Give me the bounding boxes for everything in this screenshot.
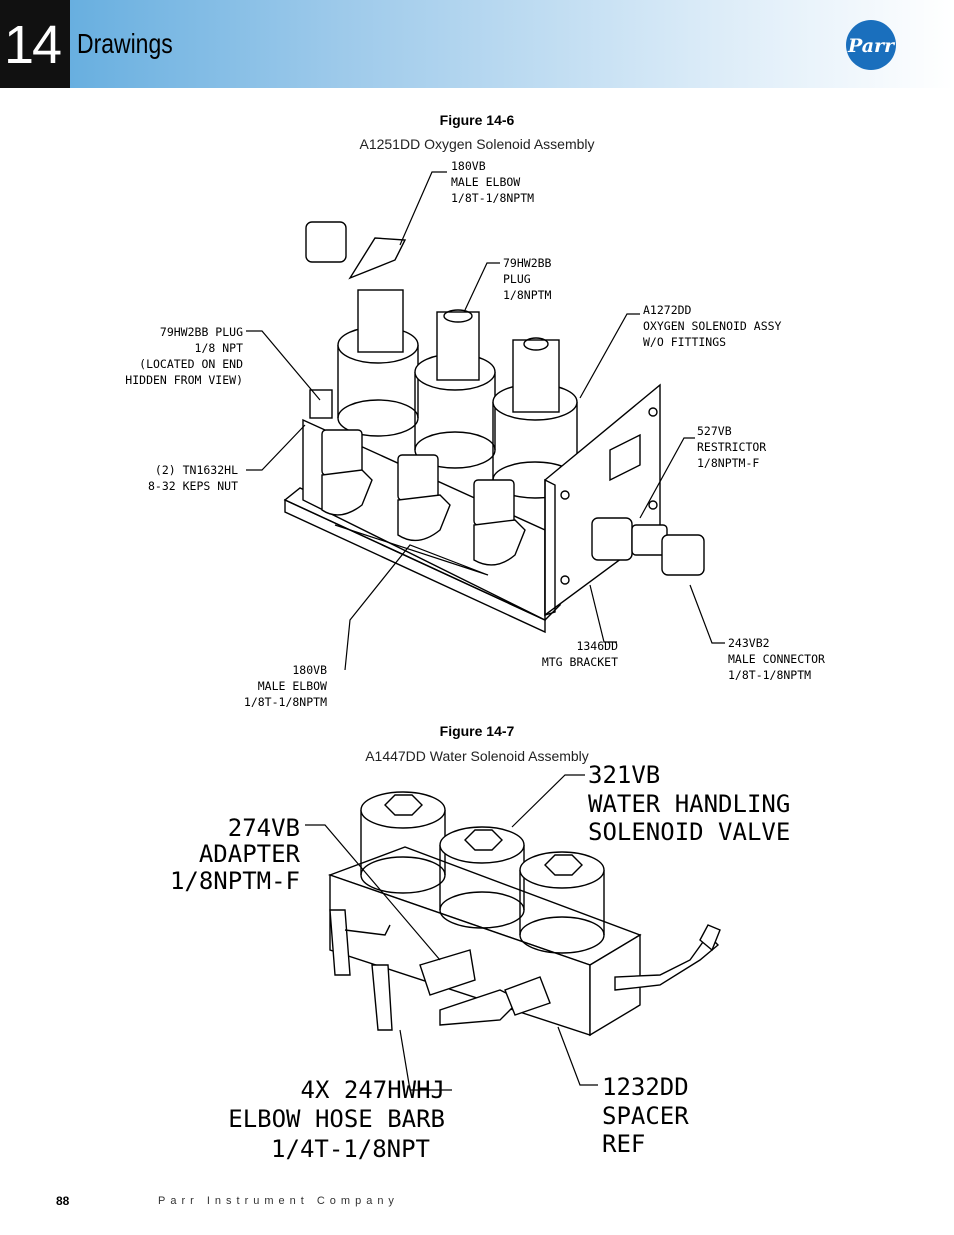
- callout-1232dd-2: SPACER: [602, 1102, 689, 1130]
- callout-180vb-top-2: MALE ELBOW: [451, 175, 520, 189]
- callout-274vb-2: ADAPTER: [199, 840, 301, 868]
- callout-274vb-3: 1/8NPTM-F: [170, 867, 300, 895]
- callout-a1272dd-2: OXYGEN SOLENOID ASSY: [643, 319, 782, 333]
- callout-527vb-1: 527VB: [697, 424, 732, 438]
- chapter-number-box: 14: [0, 0, 70, 88]
- callout-1232dd-1: 1232DD: [602, 1073, 689, 1101]
- callout-274vb-1: 274VB: [228, 814, 300, 842]
- callout-243vb2-2: MALE CONNECTOR: [728, 652, 825, 666]
- callout-243vb2-3: 1/8T-1/8NPTM: [728, 668, 811, 682]
- callout-247hwhj-2: ELBOW HOSE BARB: [228, 1105, 445, 1133]
- callout-a1272dd-1: A1272DD: [643, 303, 692, 317]
- chapter-title: Drawings: [77, 28, 173, 59]
- callout-180vb-bottom-1: 180VB: [292, 663, 327, 677]
- callout-321vb-3: SOLENOID VALVE: [588, 818, 790, 846]
- page-header: 14 Drawings Parr: [0, 0, 954, 88]
- callout-247hwhj-3: 1/4T-1/8NPT: [271, 1135, 430, 1163]
- callout-a1272dd-3: W/O FITTINGS: [643, 335, 726, 349]
- callout-plug-end-4: HIDDEN FROM VIEW): [125, 373, 243, 387]
- callout-180vb-bottom-3: 1/8T-1/8NPTM: [244, 695, 327, 709]
- figure-2-drawing: 321VB WATER HANDLING SOLENOID VALVE 274V…: [170, 765, 790, 1163]
- company-name: Parr Instrument Company: [158, 1195, 399, 1207]
- callout-1346dd-2: MTG BRACKET: [542, 655, 618, 669]
- figure-2-caption: A1447DD Water Solenoid Assembly: [365, 748, 589, 764]
- callout-527vb-3: 1/8NPTM-F: [697, 456, 759, 470]
- figure-2-label: Figure 14-7: [439, 723, 515, 739]
- callout-321vb-2: WATER HANDLING: [588, 790, 790, 818]
- callout-keps-nut-2: 8-32 KEPS NUT: [148, 479, 238, 493]
- figure-1-caption: A1251DD Oxygen Solenoid Assembly: [359, 136, 595, 152]
- callout-527vb-2: RESTRICTOR: [697, 440, 766, 454]
- callout-321vb-1: 321VB: [588, 765, 660, 789]
- callout-keps-nut-1: (2) TN1632HL: [155, 463, 238, 477]
- callout-79hw2bb-1: 79HW2BB: [503, 256, 552, 270]
- callout-79hw2bb-3: 1/8NPTM: [503, 288, 552, 302]
- figure-1-label: Figure 14-6: [439, 112, 515, 128]
- page-number: 88: [56, 1194, 70, 1208]
- callout-79hw2bb-2: PLUG: [503, 272, 531, 286]
- callout-180vb-bottom-2: MALE ELBOW: [258, 679, 327, 693]
- callout-plug-end-1: 79HW2BB PLUG: [160, 325, 243, 339]
- parr-logo: Parr: [846, 20, 896, 70]
- callout-247hwhj-1: 4X 247HWHJ: [301, 1076, 446, 1104]
- callout-plug-end-3: (LOCATED ON END: [139, 357, 243, 371]
- callout-180vb-top-1: 180VB: [451, 159, 486, 173]
- chapter-number: 14: [4, 15, 62, 75]
- callout-1232dd-3: REF: [602, 1130, 645, 1158]
- logo-text: Parr: [847, 35, 896, 57]
- callout-180vb-top-3: 1/8T-1/8NPTM: [451, 191, 534, 205]
- callout-243vb2-1: 243VB2: [728, 636, 770, 650]
- callout-1346dd-1: 1346DD: [576, 639, 618, 653]
- figure-1-drawing: 180VB MALE ELBOW 1/8T-1/8NPTM 79HW2BB PL…: [125, 159, 825, 709]
- callout-plug-end-2: 1/8 NPT: [195, 341, 244, 355]
